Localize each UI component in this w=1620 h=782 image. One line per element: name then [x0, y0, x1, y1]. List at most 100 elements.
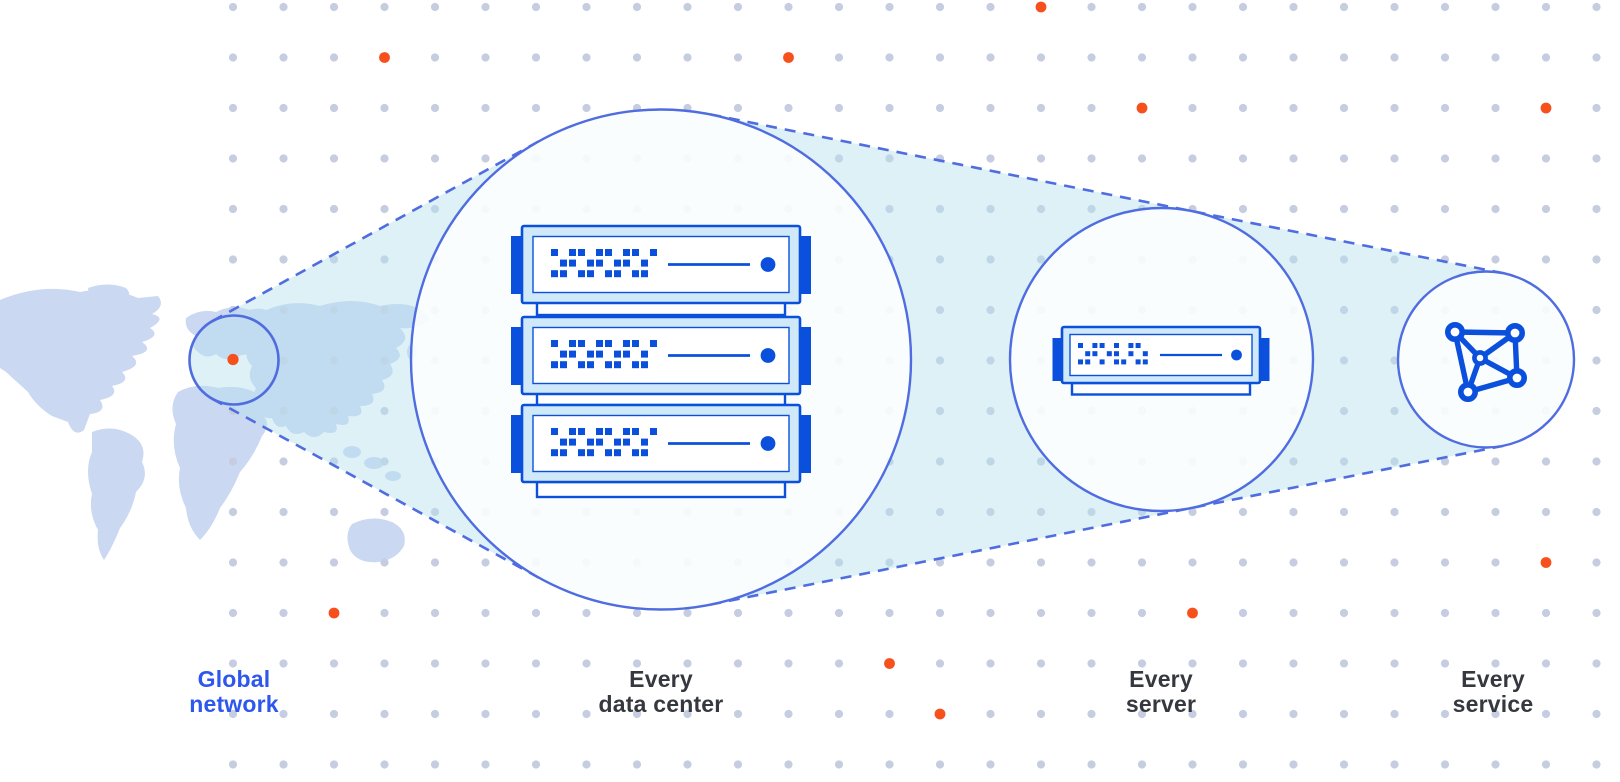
continent-greenland: [88, 284, 130, 305]
grid-dot: [1440, 103, 1450, 113]
grid-dot: [228, 659, 238, 668]
grid-dot: [1339, 457, 1349, 466]
grid-dot: [1137, 53, 1147, 62]
continent-asia: [244, 301, 430, 437]
label-every-server: Every server: [1041, 667, 1281, 717]
grid-dot: [1440, 154, 1450, 163]
grid-dot: [481, 154, 490, 163]
grid-dot: [1188, 659, 1197, 668]
grid-dot: [885, 53, 894, 62]
grid-dot: [885, 2, 894, 12]
grid-dot: [935, 457, 945, 466]
grid-dot: [1592, 457, 1601, 466]
grid-dot: [986, 356, 995, 365]
grid-dot: [1491, 154, 1500, 163]
grid-dot: [935, 305, 945, 315]
grid-dot: [1541, 154, 1551, 163]
grid-dot: [683, 709, 692, 719]
grid-dot: [986, 154, 995, 163]
grid-dot: [1238, 760, 1248, 769]
grid-dot: [228, 760, 238, 769]
mesh-node-bottom-right: [1507, 367, 1528, 388]
grid-dot: [1592, 255, 1601, 264]
grid-dot: [279, 103, 288, 113]
grid-dot: [1541, 2, 1551, 12]
grid-dot: [531, 2, 541, 12]
grid-dot: [1339, 760, 1349, 769]
grid-dot: [481, 2, 490, 12]
grid-dot: [1390, 154, 1399, 163]
grid-dot: [935, 356, 945, 365]
grid-dot: [1541, 760, 1551, 769]
grid-dot: [329, 709, 339, 719]
grid-dot: [784, 608, 793, 618]
grid-dot: [1491, 760, 1500, 769]
grid-dot: [279, 406, 288, 416]
grid-dot: [380, 709, 389, 719]
grid-dot: [1238, 154, 1248, 163]
grid-dot: [986, 709, 995, 719]
grid-dot: [1390, 204, 1399, 214]
grid-dot: [986, 53, 995, 62]
grid-dot: [279, 356, 288, 365]
grid-dot: [935, 558, 945, 567]
grid-dot: [1087, 53, 1096, 62]
grid-dot: [935, 507, 945, 517]
grid-dot: [1036, 204, 1046, 214]
grid-dot: [1592, 608, 1601, 618]
grid-dot: [1036, 709, 1046, 719]
grid-dot: [481, 53, 490, 62]
grid-dot: [1390, 406, 1399, 416]
grid-dot-orange: [328, 607, 340, 619]
grid-dot: [228, 558, 238, 567]
grid-dot: [1238, 204, 1248, 214]
grid-dot: [935, 760, 945, 769]
grid-dot: [1592, 53, 1601, 62]
label-line: service: [1452, 691, 1534, 717]
grid-dot: [1188, 558, 1197, 567]
grid-dot: [531, 659, 541, 668]
server-rack-icon: [509, 224, 813, 499]
grid-dot: [531, 709, 541, 719]
grid-dot: [380, 457, 389, 466]
grid-dot: [834, 154, 844, 163]
grid-dot: [380, 608, 389, 618]
grid-dot: [279, 204, 288, 214]
continent-south-america: [88, 428, 145, 560]
grid-dot: [1491, 2, 1500, 12]
island-se-asia-2: [364, 457, 384, 469]
grid-dot: [834, 659, 844, 668]
server-unit-1: [509, 224, 813, 305]
grid-dot: [1440, 659, 1450, 668]
grid-dot: [582, 709, 591, 719]
grid-dot: [1339, 204, 1349, 214]
label-line: Every: [1461, 666, 1525, 692]
grid-dot: [228, 103, 238, 113]
grid-dot: [1592, 659, 1601, 668]
grid-dot: [1491, 507, 1500, 517]
grid-dot: [1137, 608, 1147, 618]
dashed-line-upper-left: [211, 139, 542, 323]
grid-dot: [1137, 154, 1147, 163]
grid-dot: [380, 305, 389, 315]
grid-dot: [228, 709, 238, 719]
grid-dot: [1188, 760, 1197, 769]
grid-dot: [683, 608, 692, 618]
grid-dot: [531, 53, 541, 62]
grid-dot: [885, 608, 894, 618]
grid-dot: [632, 608, 642, 618]
grid-dot-orange: [934, 708, 946, 720]
grid-dot: [1339, 608, 1349, 618]
grid-dot: [481, 760, 490, 769]
grid-dot: [1036, 154, 1046, 163]
grid-dot: [1238, 558, 1248, 567]
grid-dot: [1339, 558, 1349, 567]
grid-dot: [228, 154, 238, 163]
grid-dot: [1087, 103, 1096, 113]
grid-dot: [228, 255, 238, 264]
grid-dot: [1289, 507, 1298, 517]
grid-dot: [380, 103, 389, 113]
grid-dot: [1339, 709, 1349, 719]
